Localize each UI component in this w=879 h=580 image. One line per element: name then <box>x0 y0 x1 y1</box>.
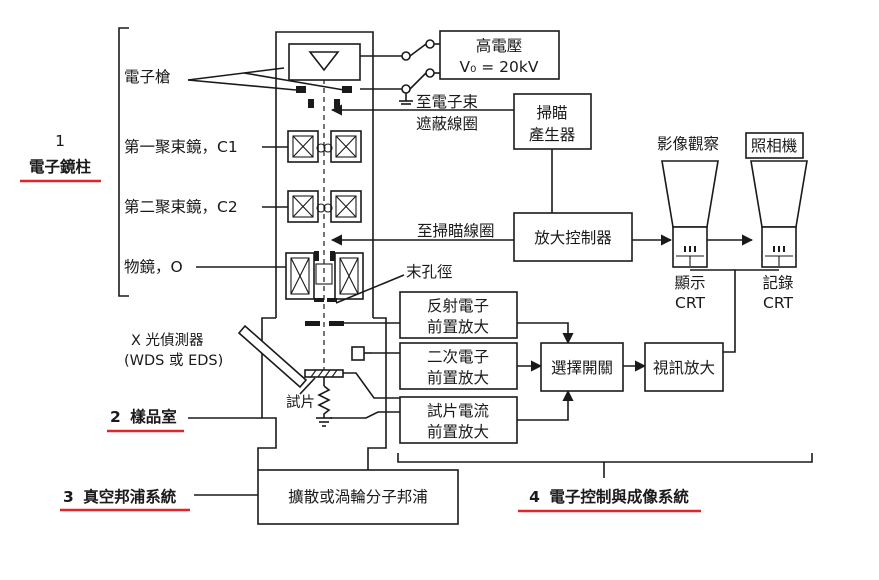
chamber-number: 2 <box>110 408 121 426</box>
bse-amp-label-2: 前置放大 <box>427 318 489 336</box>
high-voltage-label-1: 高電壓 <box>476 37 523 55</box>
xray-detector <box>237 324 308 389</box>
beam-blanking-label-1: 至電子束 <box>416 93 478 111</box>
high-voltage-box <box>439 30 560 80</box>
record-crt <box>750 160 808 268</box>
camera-box <box>745 132 804 159</box>
video-amp-label: 視訊放大 <box>653 359 715 377</box>
column-title: 電子鏡柱 <box>29 157 92 176</box>
current-amp-label-2: 前置放大 <box>427 423 489 441</box>
se-amp-box <box>399 342 518 390</box>
electron-gun-assembly <box>288 43 361 108</box>
display-crt <box>661 160 719 268</box>
objective-label: 物鏡，O <box>124 257 183 276</box>
chamber-title: 2 樣品室 <box>110 407 177 426</box>
video-amp-box <box>644 342 724 392</box>
se-detector <box>351 346 372 361</box>
current-amp-box <box>399 396 518 444</box>
specimen-label: 試片 <box>286 394 315 411</box>
camera-label: 照相機 <box>751 137 798 155</box>
electronics-bracket <box>397 453 813 478</box>
display-crt-label-2: CRT <box>675 294 705 312</box>
column-number: 1 <box>55 132 65 150</box>
column-bracket <box>118 27 129 297</box>
se-amp-label-2: 前置放大 <box>427 369 489 387</box>
objective-lens <box>285 251 364 302</box>
se-amp-label-1: 二次電子 <box>427 348 489 366</box>
electronics-number: 4 <box>529 488 540 506</box>
pump-label: 擴散或渦輪分子邦浦 <box>288 488 428 506</box>
to-scan-coil-label: 至掃瞄線圈 <box>417 222 495 240</box>
scan-generator-box <box>513 93 592 150</box>
electronics-title: 4 電子控制與成像系統 <box>529 487 689 506</box>
record-crt-label-2: CRT <box>763 294 793 312</box>
record-crt-label-1: 記錄 <box>762 273 793 292</box>
selector-label: 選擇開關 <box>551 359 613 377</box>
high-voltage-label-2: V₀ = 20kV <box>460 58 539 76</box>
xray-label-2: (WDS 或 EDS) <box>124 352 223 369</box>
vacuum-title-text: 真空邦浦系統 <box>83 487 177 506</box>
beam-blanking-label-2: 遮蔽線圈 <box>416 115 478 133</box>
pump-box <box>257 469 459 525</box>
scan-generator-label-1: 掃瞄 <box>536 104 567 122</box>
aperture-label: 末孔徑 <box>406 263 453 281</box>
column-outline <box>257 31 387 470</box>
condenser2-label: 第二聚束鏡，C2 <box>124 197 238 216</box>
bse-amp-box <box>399 291 518 339</box>
bse-amp-label-1: 反射電子 <box>427 297 489 315</box>
scan-generator-label-2: 產生器 <box>529 126 576 144</box>
display-crt-label-1: 顯示 <box>674 274 705 292</box>
chamber-title-text: 樣品室 <box>130 407 177 426</box>
amp-control-box <box>513 212 633 262</box>
electronics-title-text: 電子控制與成像系統 <box>549 487 689 506</box>
selector-box <box>540 342 624 392</box>
amp-control-label: 放大控制器 <box>534 229 612 247</box>
electron-gun-label: 電子槍 <box>124 68 171 86</box>
vacuum-title: 3 真空邦浦系統 <box>63 487 177 506</box>
xray-label-1: X 光偵測器 <box>131 332 204 349</box>
condenser1-label: 第一聚束鏡，C1 <box>124 137 238 156</box>
current-amp-label-1: 試片電流 <box>427 402 489 420</box>
condenser-lens-2 <box>287 190 362 223</box>
bse-detector <box>305 321 344 326</box>
image-view-label: 影像觀察 <box>657 135 719 153</box>
vacuum-number: 3 <box>63 488 74 506</box>
hv-switch-wiring <box>360 39 440 105</box>
condenser-lens-1 <box>287 130 362 163</box>
